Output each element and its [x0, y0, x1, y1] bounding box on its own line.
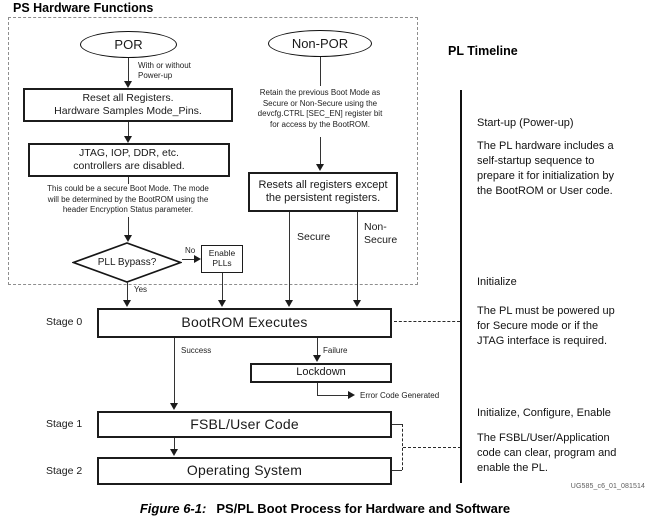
label-error-code-generated: Error Code Generated: [360, 391, 440, 400]
arrowhead-reset-to-jtag: [123, 136, 132, 143]
connector-yes-to-bootrom: [126, 282, 128, 302]
reset-all-registers-box: Reset all Registers. Hardware Samples Mo…: [23, 88, 233, 122]
connector-note-to-diamond: [127, 217, 129, 237]
retain-boot-mode-note: Retain the previous Boot Mode as Secure …: [257, 88, 383, 129]
connector-secure-to-bootrom: [288, 212, 290, 302]
figure-title: PS/PL Boot Process for Hardware and Soft…: [216, 501, 511, 516]
connector-nonpor-to-note: [319, 57, 321, 86]
stage0-label: Stage 0: [46, 316, 83, 328]
connector-por-to-reset: [127, 58, 129, 83]
timeline-startup-body: The PL hardware includes a self-startup …: [477, 140, 614, 197]
label-with-or-without-power-up: With or without Power-up: [138, 61, 191, 80]
arrowhead-nonsecure-to-bootrom: [352, 300, 361, 307]
arrowhead-enable-plls-to-bootrom: [217, 300, 226, 307]
stage2-label: Stage 2: [46, 465, 83, 477]
timeline-vertical-line: [460, 90, 462, 483]
label-success: Success: [181, 346, 212, 355]
arrowhead-fsbl-to-os: [169, 449, 178, 456]
figure-caption: Figure 6-1: PS/PL Boot Process for Hardwa…: [0, 501, 650, 516]
timeline-initialize-body: The PL must be powered up for Secure mod…: [477, 305, 615, 347]
ps-hardware-functions-region: [8, 17, 418, 285]
connector-note-to-resets: [319, 137, 321, 166]
timeline-init-config-enable-title: Initialize, Configure, Enable: [477, 407, 611, 419]
label-secure: Secure: [297, 231, 331, 243]
stage1-label: Stage 1: [46, 418, 83, 430]
resets-persistent-registers-box: Resets all registers except the persiste…: [248, 172, 398, 212]
jtag-controllers-disabled-box: JTAG, IOP, DDR, etc. controllers are dis…: [28, 143, 230, 177]
connector-lockdown-elbow-h: [316, 394, 350, 397]
non-por-terminal: Non-POR: [268, 30, 372, 57]
dashed-connector-bootrom-to-timeline: [394, 321, 460, 322]
dashed-connector-stages-to-timeline: [403, 446, 461, 448]
label-non-secure: Non- Secure: [364, 221, 398, 246]
enable-plls-box: Enable PLLs: [201, 245, 243, 273]
por-terminal: POR: [80, 31, 177, 58]
non-por-label: Non-POR: [291, 36, 349, 51]
arrowhead-secure-to-bootrom: [284, 300, 293, 307]
bootrom-executes-box: BootROM Executes: [97, 308, 392, 338]
fsbl-user-code-box: FSBL/User Code: [97, 411, 392, 438]
connector-lockdown-elbow-v: [316, 383, 318, 396]
pll-bypass-label: PLL Bypass?: [97, 257, 157, 268]
timeline-initialize-title: Initialize: [477, 276, 517, 288]
operating-system-box: Operating System: [97, 457, 392, 485]
timeline-startup-title: Start-up (Power-up): [477, 117, 574, 129]
brace-stub-fsbl: [392, 423, 402, 425]
pl-timeline-heading: PL Timeline: [448, 44, 518, 58]
secure-boot-mode-note: This could be a secure Boot Mode. The mo…: [47, 184, 209, 214]
label-no: No: [185, 246, 196, 255]
arrowhead-yes-to-bootrom: [122, 300, 131, 307]
arrowhead-success-to-fsbl: [169, 403, 178, 410]
por-label: POR: [114, 37, 143, 52]
connector-fsbl-to-os: [173, 438, 175, 451]
figure-number: Figure 6-1:: [139, 501, 207, 516]
arrowhead-por-to-reset: [123, 81, 132, 88]
arrowhead-failure-to-lockdown: [312, 355, 321, 362]
connector-success-to-fsbl: [173, 338, 175, 405]
arrowhead-note-to-diamond: [123, 235, 132, 242]
lockdown-box: Lockdown: [250, 363, 392, 383]
brace-vertical-dashed: [401, 424, 403, 470]
connector-no-to-enable-plls: [182, 258, 195, 260]
document-id-watermark: UG585_c6_01_081514: [570, 483, 645, 490]
arrowhead-no-to-enable-plls: [194, 254, 201, 263]
connector-nonsecure-to-bootrom: [356, 212, 358, 302]
arrowhead-error-code: [348, 391, 355, 399]
arrowhead-note-to-resets: [315, 164, 324, 171]
connector-jtag-to-note: [127, 177, 129, 184]
connector-reset-to-jtag: [127, 122, 129, 137]
timeline-init-config-enable-body: The FSBL/User/Application code can clear…: [477, 432, 617, 474]
connector-failure-to-lockdown: [316, 338, 318, 356]
ps-hardware-functions-title: PS Hardware Functions: [13, 1, 154, 15]
brace-stub-os: [392, 469, 402, 471]
label-failure: Failure: [323, 346, 348, 355]
label-yes: Yes: [134, 285, 148, 294]
connector-enable-plls-to-bootrom: [221, 273, 223, 302]
